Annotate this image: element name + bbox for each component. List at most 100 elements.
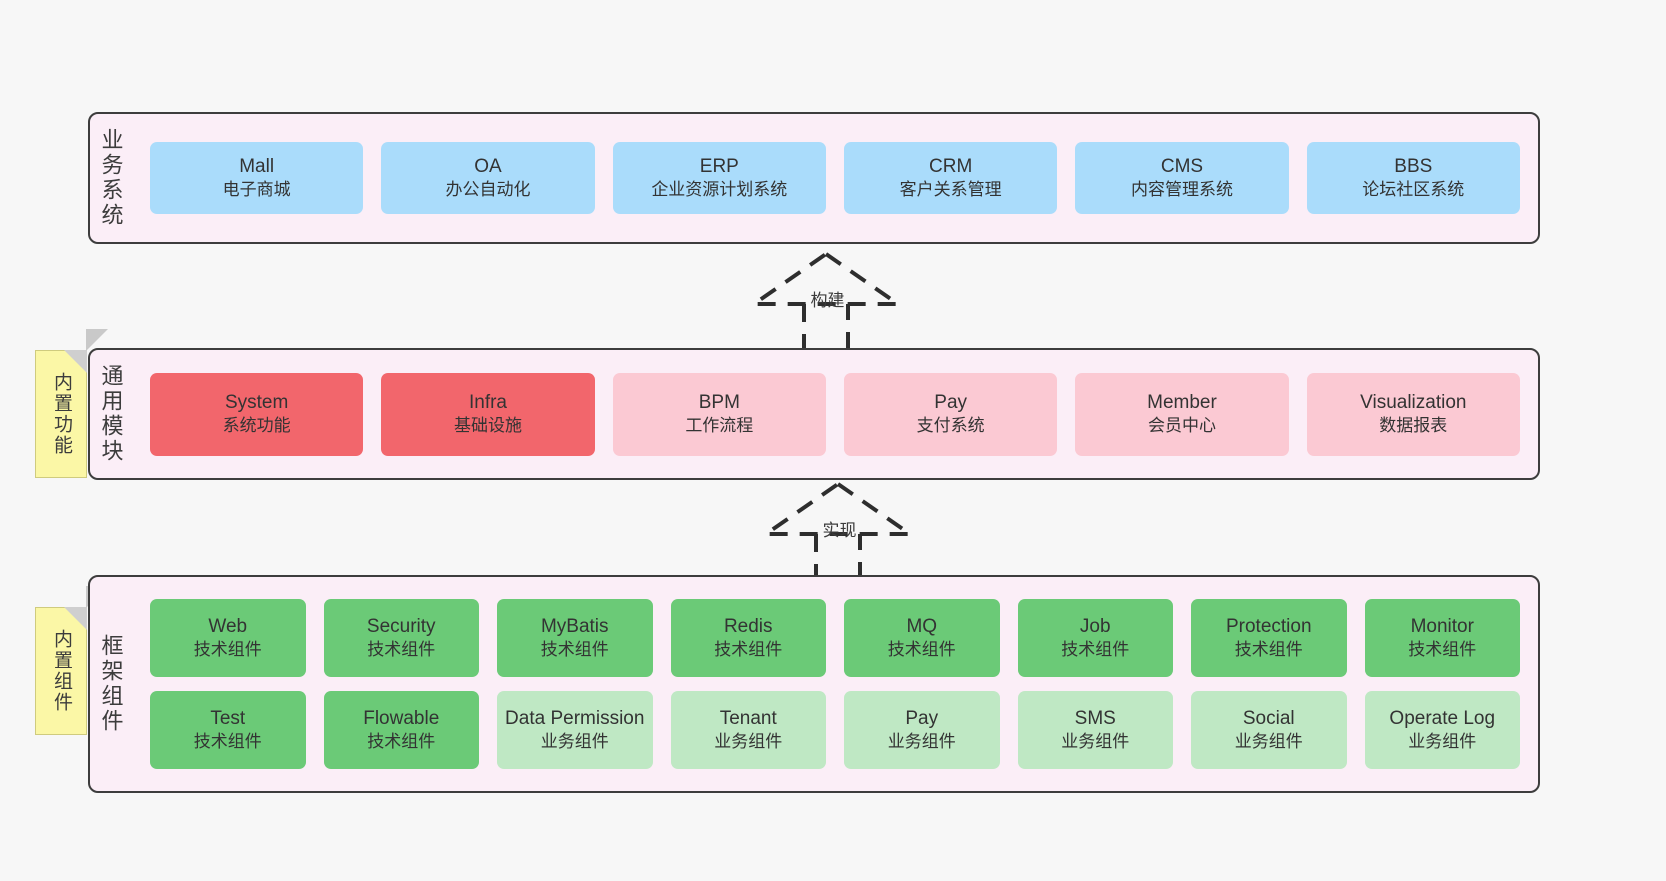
card-pay-component-title: Pay [905,707,939,729]
card-protection[interactable]: Protection 技术组件 [1191,599,1347,677]
card-crm-subtitle: 客户关系管理 [899,180,1002,200]
card-erp-subtitle: 企业资源计划系统 [651,180,788,200]
card-protection-subtitle: 技术组件 [1234,640,1303,660]
card-sms-subtitle: 业务组件 [1061,732,1130,752]
card-bbs-title: BBS [1394,155,1433,177]
sticky-note-builtin-component: 内置组件 [35,607,87,735]
card-visualization-title: Visualization [1360,391,1467,413]
card-bbs[interactable]: BBS 论坛社区系统 [1306,142,1520,214]
card-bpm-title: BPM [698,391,740,413]
card-web[interactable]: Web 技术组件 [150,599,306,677]
card-infra-subtitle: 基础设施 [453,416,522,436]
card-tenant[interactable]: Tenant 业务组件 [670,691,826,769]
card-pay-component-subtitle: 业务组件 [887,732,956,752]
card-sms[interactable]: SMS 业务组件 [1017,691,1173,769]
card-operate-log-subtitle: 业务组件 [1408,732,1477,752]
card-member[interactable]: Member 会员中心 [1075,372,1289,456]
card-mq-title: MQ [906,615,938,637]
card-erp[interactable]: ERP 企业资源计划系统 [612,142,826,214]
card-flowable-subtitle: 技术组件 [367,732,436,752]
card-crm[interactable]: CRM 客户关系管理 [843,142,1058,214]
card-sms-title: SMS [1074,707,1116,729]
card-mq[interactable]: MQ 技术组件 [844,599,1000,677]
framework-components-grid: Web 技术组件 Security 技术组件 MyBatis 技术组件 Redi… [132,577,1538,791]
card-tenant-subtitle: 业务组件 [714,732,783,752]
layer-label-common-modules: 通用模块 [98,364,124,464]
connector-build-label: 构建 [810,291,845,310]
card-social-subtitle: 业务组件 [1234,732,1303,752]
card-data-permission[interactable]: Data Permission 业务组件 [497,691,653,769]
card-web-title: Web [208,615,248,637]
card-job[interactable]: Job 技术组件 [1017,599,1173,677]
card-security-subtitle: 技术组件 [367,640,436,660]
card-mybatis-subtitle: 技术组件 [540,640,609,660]
card-oa-subtitle: 办公自动化 [445,180,531,200]
card-flowable[interactable]: Flowable 技术组件 [323,691,479,769]
card-job-subtitle: 技术组件 [1061,640,1130,660]
card-oa-title: OA [474,155,502,177]
connector-build: 构建 [736,248,916,356]
card-test-subtitle: 技术组件 [193,732,262,752]
card-bpm[interactable]: BPM 工作流程 [612,372,826,456]
card-crm-title: CRM [929,155,973,177]
connector-realize: 实现 [748,478,928,586]
card-visualization[interactable]: Visualization 数据报表 [1306,372,1520,456]
card-pay-module-title: Pay [934,391,968,413]
sticky-fold-corner-icon [64,350,87,373]
layer-label-business-systems: 业务系统 [98,128,124,228]
sticky-note-builtin-function-label: 内置功能 [50,372,72,456]
card-mall-subtitle: 电子商城 [222,180,291,200]
card-monitor-title: Monitor [1410,615,1474,637]
card-test[interactable]: Test 技术组件 [150,691,306,769]
card-web-subtitle: 技术组件 [193,640,262,660]
card-social-title: Social [1242,707,1295,729]
card-infra-title: Infra [468,391,507,413]
card-mall-title: Mall [239,155,275,177]
layer-common-modules: 通用模块 System 系统功能 Infra 基础设施 BPM 工作流程 Pay… [88,348,1540,480]
card-monitor[interactable]: Monitor 技术组件 [1364,599,1520,677]
card-mybatis-title: MyBatis [540,615,609,637]
card-system[interactable]: System 系统功能 [150,372,364,456]
layer-label-framework-components: 框架组件 [98,634,124,734]
framework-row-technical: Web 技术组件 Security 技术组件 MyBatis 技术组件 Redi… [150,599,1520,677]
layer-business-systems: 业务系统 Mall 电子商城 OA 办公自动化 ERP 企业资源计划系统 CRM… [88,112,1540,244]
common-modules-card-row: System 系统功能 Infra 基础设施 BPM 工作流程 Pay 支付系统… [132,350,1538,478]
card-test-title: Test [210,707,246,729]
card-job-title: Job [1079,615,1111,637]
framework-row-business: Test 技术组件 Flowable 技术组件 Data Permission … [150,691,1520,769]
card-infra[interactable]: Infra 基础设施 [381,372,595,456]
card-flowable-title: Flowable [363,707,440,729]
card-visualization-subtitle: 数据报表 [1379,416,1448,436]
card-data-permission-title: Data Permission [505,707,645,729]
card-monitor-subtitle: 技术组件 [1408,640,1477,660]
card-mall[interactable]: Mall 电子商城 [150,142,364,214]
card-pay-module-subtitle: 支付系统 [916,416,985,436]
sticky-fold-corner-icon [64,607,87,630]
sticky-note-builtin-function: 内置功能 [35,350,87,478]
card-oa[interactable]: OA 办公自动化 [381,142,595,214]
connector-realize-label: 实现 [822,521,857,540]
card-security[interactable]: Security 技术组件 [323,599,479,677]
sticky-note-builtin-component-label: 内置组件 [50,629,72,713]
card-cms-title: CMS [1160,155,1204,177]
card-security-title: Security [366,615,436,637]
card-member-title: Member [1147,391,1217,413]
card-bpm-subtitle: 工作流程 [685,416,754,436]
card-operate-log-title: Operate Log [1389,707,1496,729]
card-tenant-title: Tenant [719,707,777,729]
card-mq-subtitle: 技术组件 [887,640,956,660]
card-social[interactable]: Social 业务组件 [1191,691,1347,769]
card-redis[interactable]: Redis 技术组件 [670,599,826,677]
business-systems-card-row: Mall 电子商城 OA 办公自动化 ERP 企业资源计划系统 CRM 客户关系… [132,114,1538,242]
card-cms-subtitle: 内容管理系统 [1130,180,1233,200]
card-cms[interactable]: CMS 内容管理系统 [1075,142,1289,214]
card-redis-subtitle: 技术组件 [714,640,783,660]
card-pay-component[interactable]: Pay 业务组件 [844,691,1000,769]
card-operate-log[interactable]: Operate Log 业务组件 [1364,691,1520,769]
card-mybatis[interactable]: MyBatis 技术组件 [497,599,653,677]
card-bbs-subtitle: 论坛社区系统 [1362,180,1465,200]
card-pay-module[interactable]: Pay 支付系统 [843,372,1058,456]
card-protection-title: Protection [1225,615,1312,637]
card-erp-title: ERP [699,155,739,177]
